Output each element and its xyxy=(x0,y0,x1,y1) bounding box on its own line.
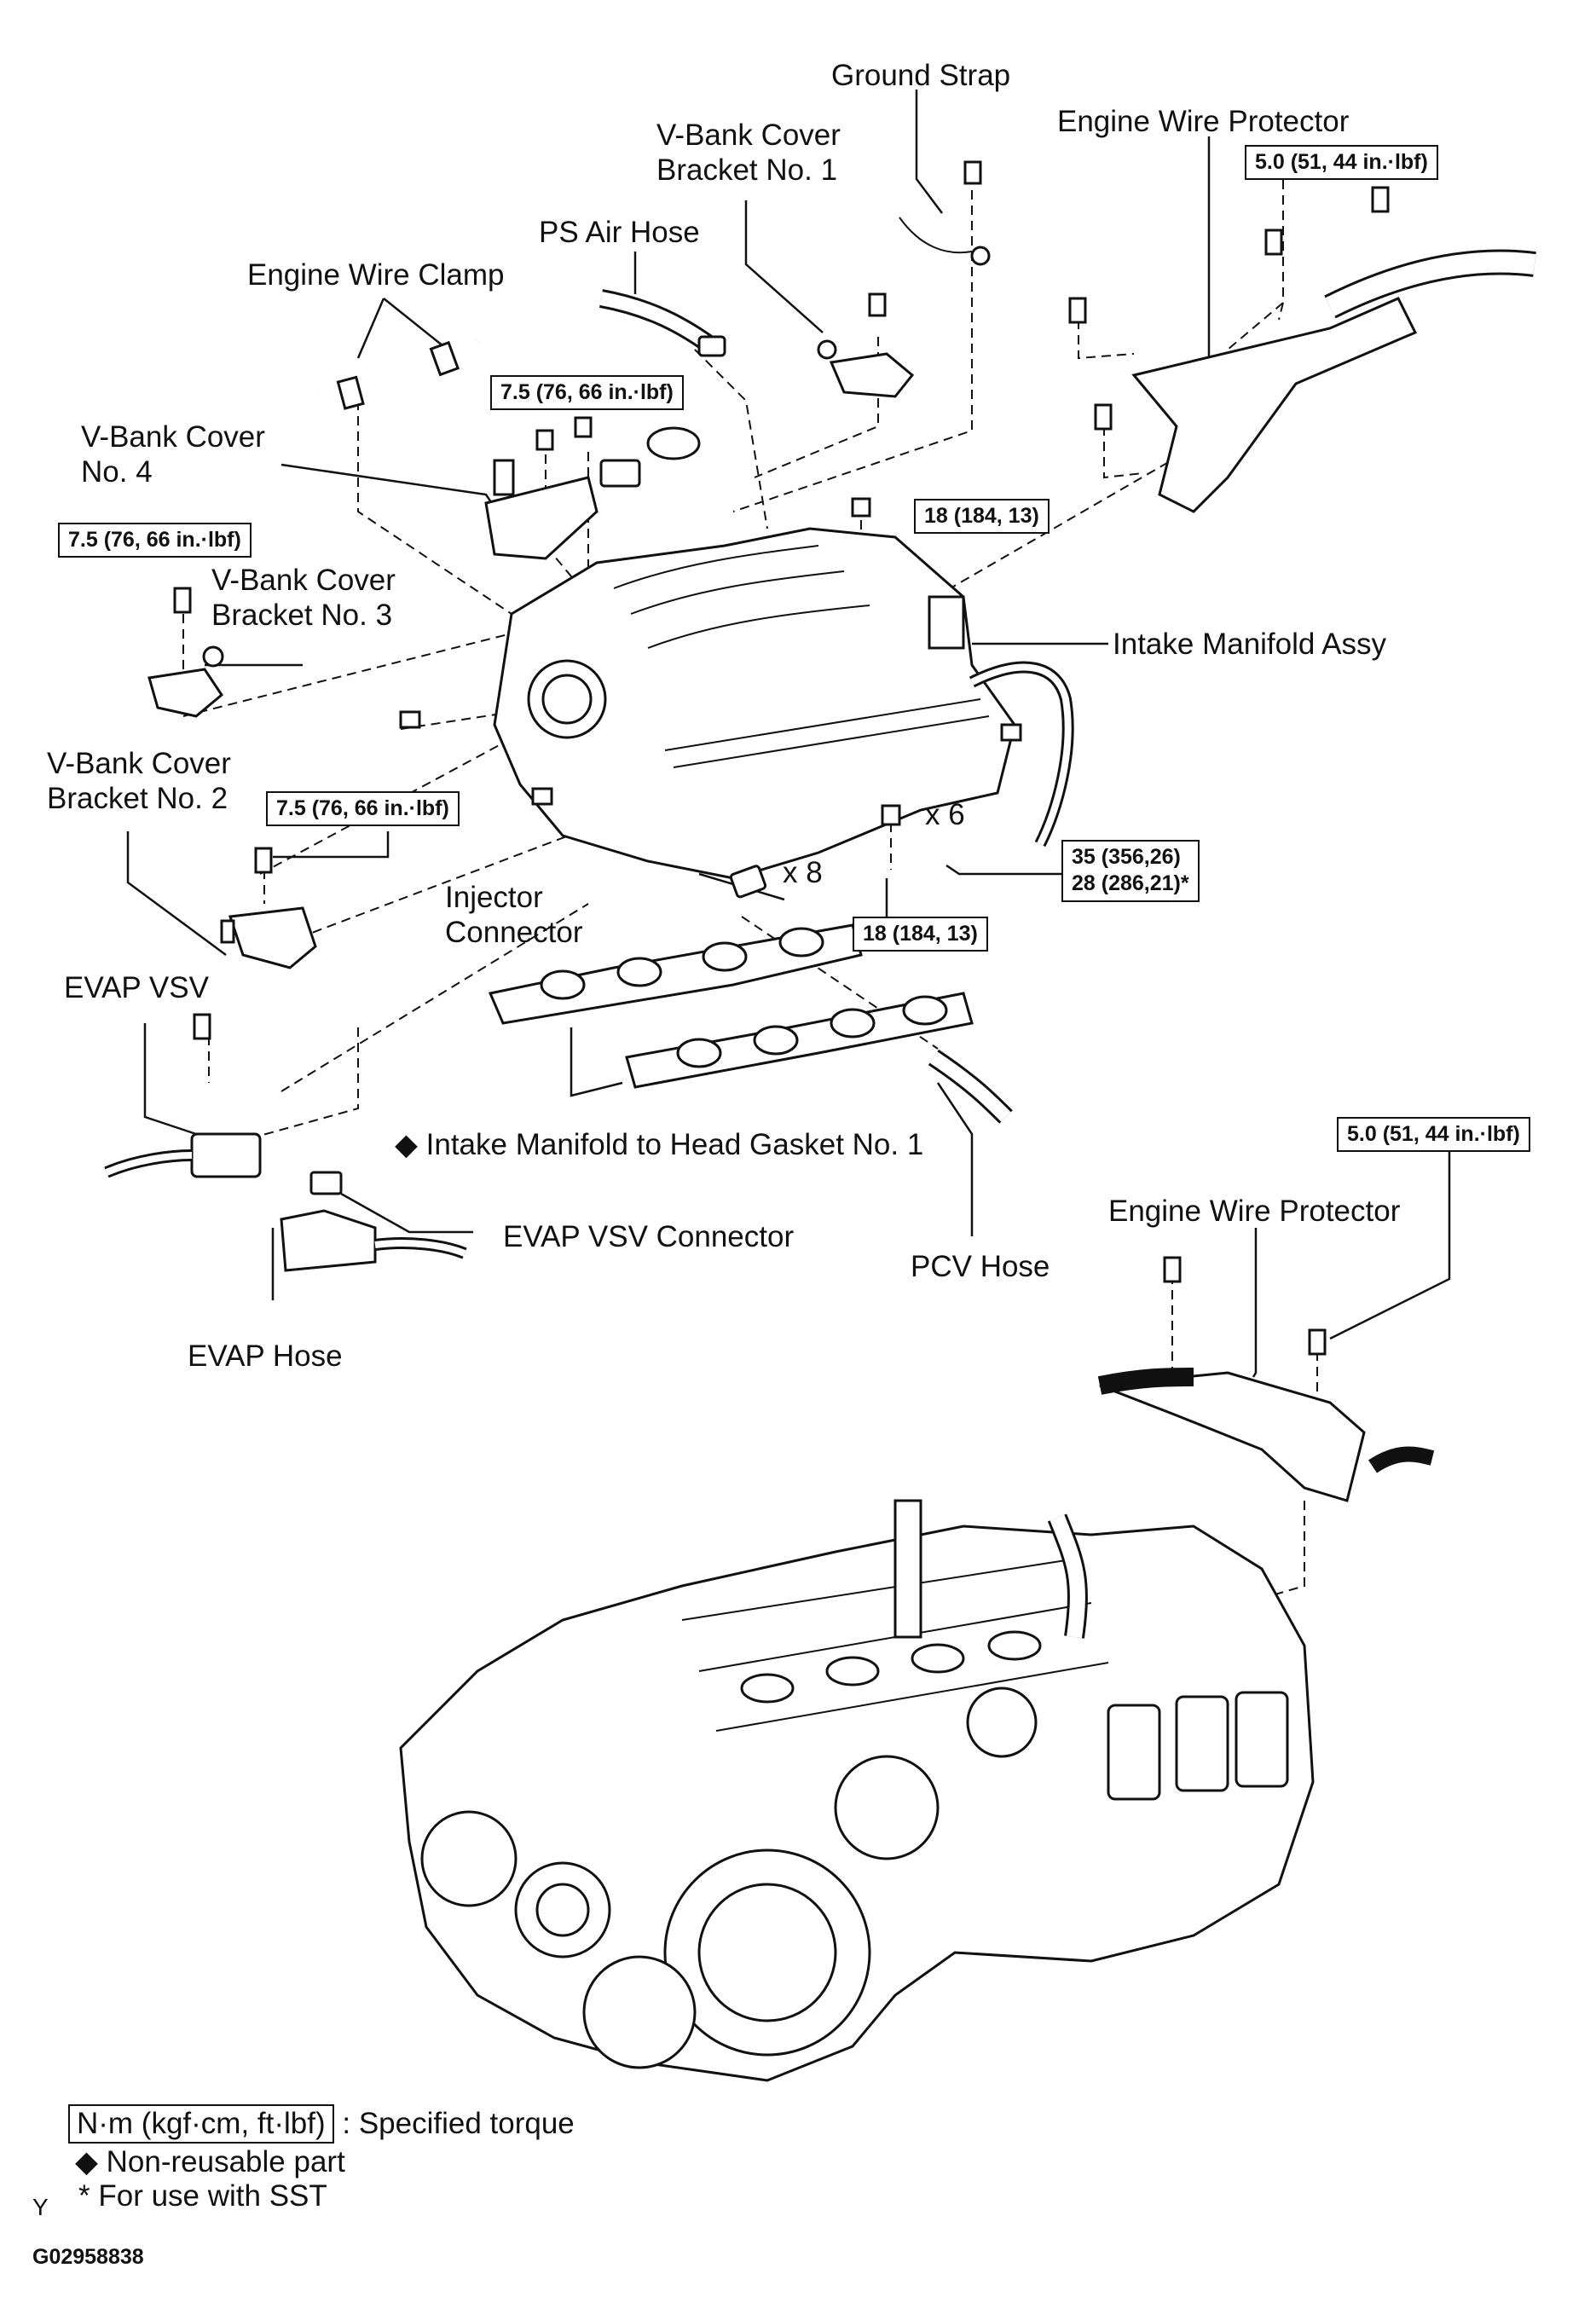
torque-50-bottom: 5.0 (51, 44 in.·lbf) xyxy=(1337,1117,1530,1153)
injector-connector-label: Injector Connector xyxy=(445,880,582,951)
torque-18-top: 18 (184, 13) xyxy=(914,499,1050,535)
vbank-cover-bracket-2-line1: V-Bank Cover xyxy=(47,747,231,780)
torque-28-line2: 28 (286,21)* xyxy=(1072,871,1189,896)
vbank-cover-4-label: V-Bank Cover No. 4 xyxy=(81,419,265,490)
engine-wire-clamp-part xyxy=(315,337,480,410)
engine-wire-protector-bottom-label: Engine Wire Protector xyxy=(1108,1195,1401,1228)
torque-75-bracket3: 7.5 (76, 66 in.·lbf) xyxy=(58,523,252,558)
vbank-cover-4-part xyxy=(484,416,701,560)
ground-strap-label: Ground Strap xyxy=(831,59,1011,92)
engine-wire-protector-top-label: Engine Wire Protector xyxy=(1057,105,1350,138)
vbank-cover-bracket-3-part xyxy=(147,587,224,718)
pcv-hose-label: PCV Hose xyxy=(911,1250,1050,1283)
torque-35-line1: 35 (356,26) xyxy=(1072,845,1181,869)
vbank-cover-bracket-1-label: V-Bank Cover Bracket No. 1 xyxy=(656,118,841,188)
legend-torque-unit-box: N·m (kgf·cm, ft·lbf) xyxy=(68,2104,334,2144)
torque-18-bottom: 18 (184, 13) xyxy=(853,917,988,952)
engine-wire-clamp-label: Engine Wire Clamp xyxy=(247,258,505,292)
injector-connector-line1: Injector xyxy=(445,881,543,914)
vbank-cover-bracket-1-line1: V-Bank Cover xyxy=(656,119,841,152)
legend-torque: N·m (kgf·cm, ft·lbf) : Specified torque xyxy=(68,2104,575,2144)
x8-count-label: x 8 xyxy=(783,856,823,889)
intake-manifold-assy-label: Intake Manifold Assy xyxy=(1113,628,1386,661)
engine-wire-protector-top-part xyxy=(1068,186,1536,513)
vbank-cover-4-line2: No. 4 xyxy=(81,455,153,489)
x6-count-label: x 6 xyxy=(925,798,965,831)
torque-50-top: 5.0 (51, 44 in.·lbf) xyxy=(1245,145,1438,181)
legend-non-reusable: ◆ Non-reusable part xyxy=(75,2145,345,2178)
y-mark: Y xyxy=(32,2194,49,2220)
vbank-cover-bracket-2-part xyxy=(220,847,317,969)
vbank-cover-4-line1: V-Bank Cover xyxy=(81,420,265,454)
torque-75-bracket2: 7.5 (76, 66 in.·lbf) xyxy=(266,791,460,827)
vbank-cover-bracket-2-line2: Bracket No. 2 xyxy=(47,782,228,816)
evap-hose-label: EVAP Hose xyxy=(188,1339,343,1373)
vbank-cover-bracket-3-line1: V-Bank Cover xyxy=(211,564,396,597)
legend-torque-desc: : Specified torque xyxy=(342,2107,575,2140)
pcv-hose-part xyxy=(928,1049,1013,1124)
evap-vsv-part xyxy=(104,1013,467,1272)
ps-air-hose-label: PS Air Hose xyxy=(539,216,700,249)
legend-sst: * For use with SST xyxy=(78,2179,327,2213)
injector-connector-line2: Connector xyxy=(445,916,583,950)
ground-strap-part xyxy=(899,160,991,266)
torque-75-vbank4: 7.5 (76, 66 in.·lbf) xyxy=(490,375,684,411)
vbank-cover-bracket-3-line2: Bracket No. 3 xyxy=(211,599,393,633)
torque-35-box: 35 (356,26) 28 (286,21)* xyxy=(1061,840,1200,902)
intake-gasket-label: ◆ Intake Manifold to Head Gasket No. 1 xyxy=(395,1128,924,1161)
vbank-cover-bracket-2-label: V-Bank Cover Bracket No. 2 xyxy=(47,746,231,817)
vbank-cover-bracket-1-line2: Bracket No. 1 xyxy=(656,153,838,188)
intake-manifold-part xyxy=(493,527,1074,880)
figure-id: G02958838 xyxy=(32,2245,144,2269)
vbank-cover-bracket-3-label: V-Bank Cover Bracket No. 3 xyxy=(211,563,396,634)
intake-gasket-part xyxy=(488,923,974,1089)
manifold-fasteners xyxy=(399,497,1022,826)
evap-vsv-connector-label: EVAP VSV Connector xyxy=(503,1220,795,1253)
injector-connector-part xyxy=(729,865,767,899)
evap-vsv-label: EVAP VSV xyxy=(64,971,209,1004)
vbank-cover-bracket-1-part xyxy=(817,292,915,398)
engine-block-illustration xyxy=(399,1499,1315,2082)
ps-air-hose-part xyxy=(599,289,726,357)
engine-wire-protector-bottom-part xyxy=(1097,1256,1435,1502)
